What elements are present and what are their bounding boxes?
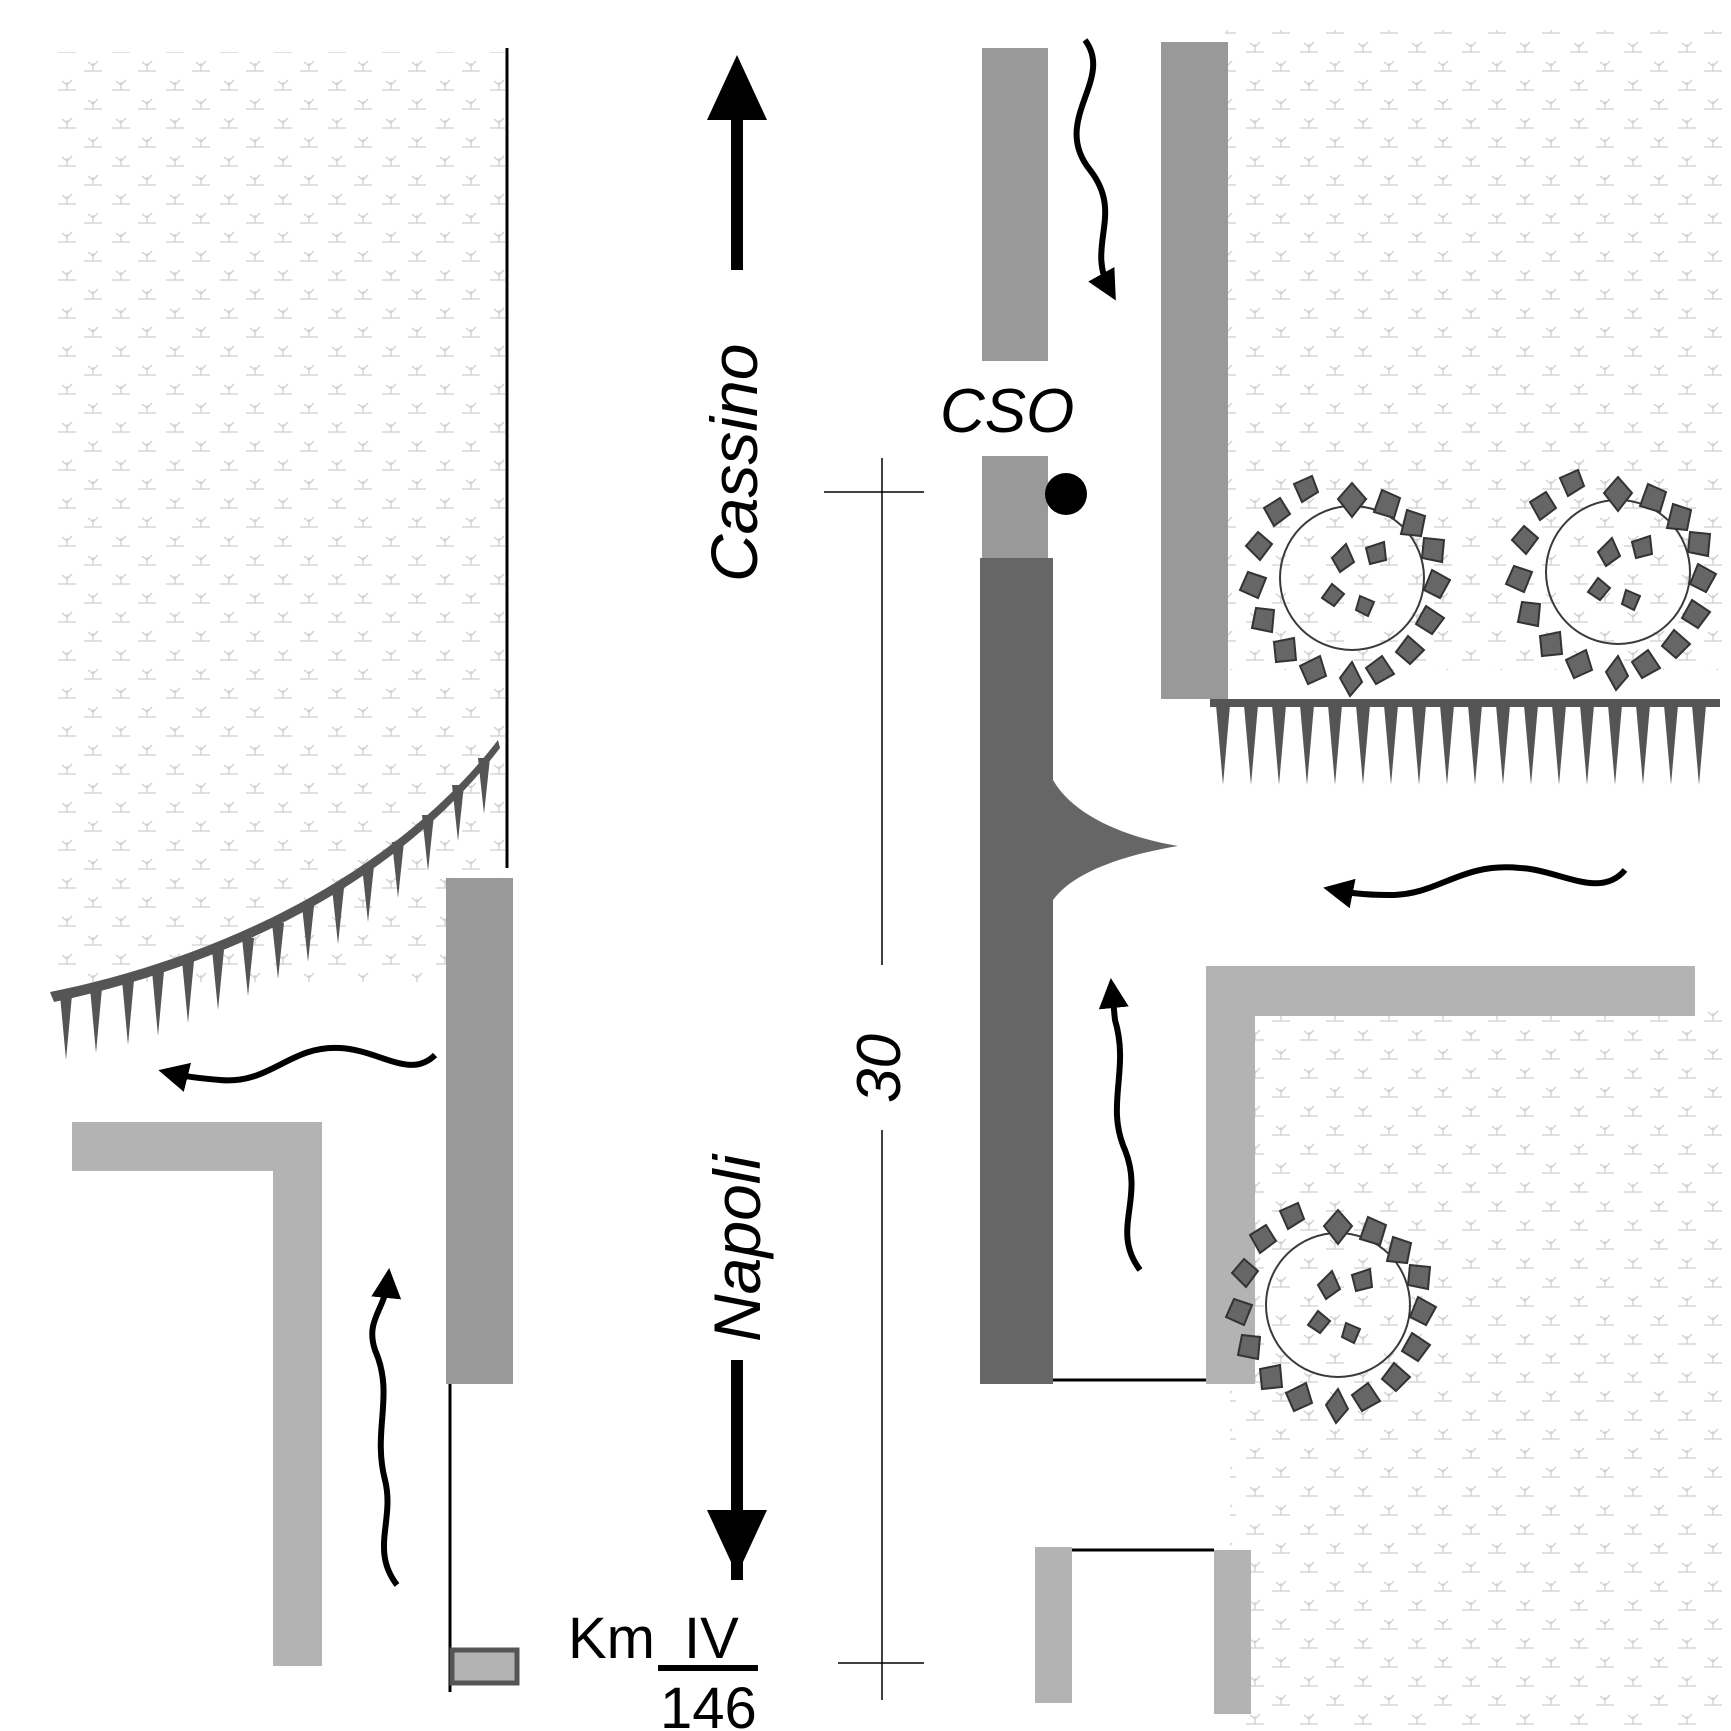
field-area-right-upper [1225, 30, 1725, 670]
flow-arrow-icon [369, 1268, 402, 1587]
median-upper [982, 48, 1048, 361]
median-island [980, 558, 1178, 1384]
km-fraction-bar [658, 1665, 758, 1671]
label-cassino: Cassino [697, 344, 771, 582]
label-cso: CSO [940, 377, 1074, 446]
gate-post-left [1035, 1547, 1072, 1703]
embankment-slope-right [1210, 699, 1720, 785]
milestone-icon [449, 1647, 520, 1686]
km-prefix: Km [568, 1606, 655, 1671]
gate-post-right [1214, 1550, 1251, 1714]
right-upper-wall [1161, 42, 1228, 699]
direction-arrow-napoli [707, 1360, 767, 1580]
flow-arrow-icon [158, 1044, 438, 1092]
label-napoli: Napoli [700, 1153, 774, 1342]
left-corner-wall [72, 1122, 322, 1666]
field-area-left [55, 52, 505, 982]
flow-arrow-icon [1073, 38, 1116, 301]
flow-arrow-icon [1098, 978, 1143, 1272]
km-numerator: IV [684, 1606, 739, 1671]
left-median-barrier [446, 878, 513, 1384]
flow-arrow-icon [1323, 864, 1628, 909]
field-area-right-lower [1230, 1005, 1725, 1725]
dimension-label: 30 [845, 1034, 914, 1103]
km-denominator: 146 [660, 1676, 757, 1731]
embankment-slope-left [50, 740, 500, 1060]
dimension-line [824, 458, 924, 1700]
median-lower-light [982, 456, 1048, 558]
direction-arrow-cassino [707, 55, 767, 270]
dot-marker-icon [1045, 473, 1087, 515]
